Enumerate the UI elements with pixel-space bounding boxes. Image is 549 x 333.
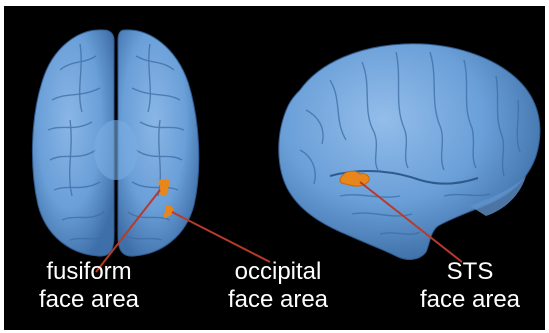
ventral-brainstem bbox=[94, 120, 138, 180]
occipital-label-line2: face area bbox=[208, 286, 348, 314]
sts-label-line1: STS bbox=[400, 258, 540, 286]
ventral-brain-view bbox=[32, 30, 198, 256]
fusiform-label-line2: face area bbox=[14, 286, 164, 314]
occipital-leader-line bbox=[172, 212, 270, 262]
occipital-label-line1: occipital bbox=[208, 258, 348, 286]
fusiform-label-line1: fusiform bbox=[14, 258, 164, 286]
sts-activation bbox=[340, 171, 369, 186]
fusiform-face-area-label: fusiform face area bbox=[14, 258, 164, 314]
lateral-brain-outline bbox=[279, 44, 540, 260]
sts-label-line2: face area bbox=[400, 286, 540, 314]
sts-face-area-label: STS face area bbox=[400, 258, 540, 314]
lateral-brain-view bbox=[279, 44, 540, 260]
occipital-face-area-label: occipital face area bbox=[208, 258, 348, 314]
